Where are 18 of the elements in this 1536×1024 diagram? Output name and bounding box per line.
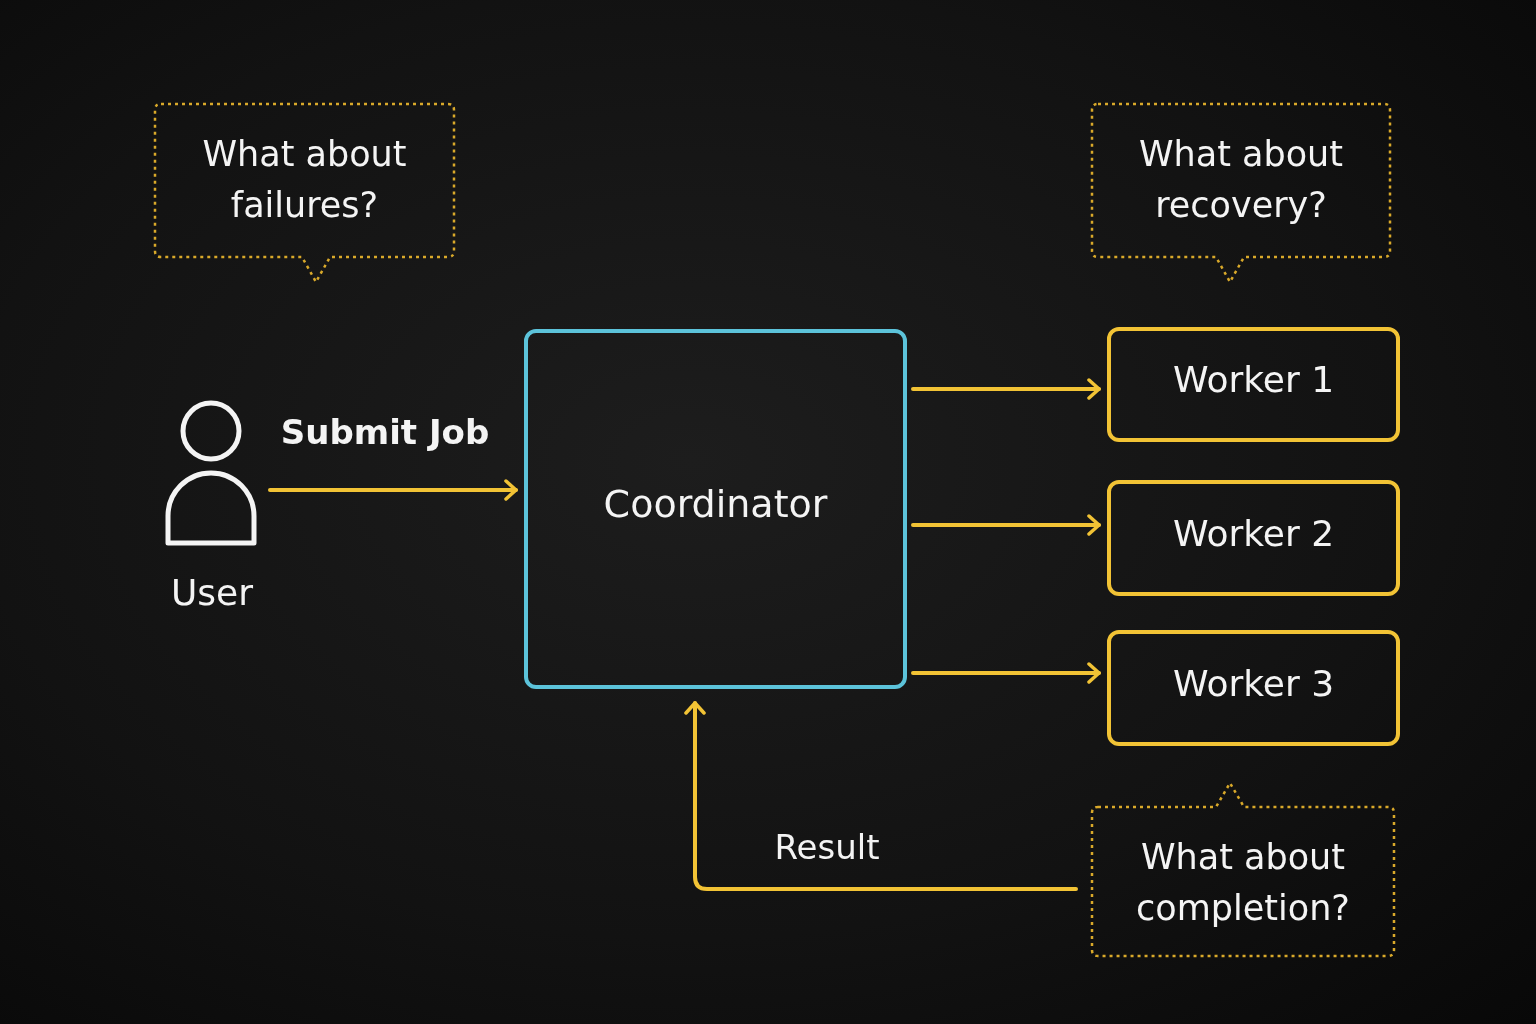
callout-text: What about failures?	[201, 132, 408, 227]
edge-label: Result	[774, 827, 880, 867]
coordinator-box	[524, 329, 907, 689]
worker-box	[1107, 327, 1400, 442]
callout-text: What about recovery?	[1137, 132, 1345, 227]
box-label: Worker 1	[1172, 358, 1335, 403]
box-label: Worker 2	[1172, 511, 1335, 556]
box-label: Worker 3	[1172, 661, 1335, 706]
worker-box	[1107, 630, 1400, 746]
callout-text: What about completion?	[1135, 835, 1351, 930]
person-label: User	[170, 570, 254, 615]
arrow	[911, 662, 1101, 684]
edge-label: Submit Job	[280, 412, 490, 452]
worker-box	[1107, 480, 1400, 596]
arrow	[911, 378, 1101, 400]
box-label: Coordinator	[603, 481, 828, 529]
arrow	[268, 479, 518, 501]
arrow	[911, 514, 1101, 536]
